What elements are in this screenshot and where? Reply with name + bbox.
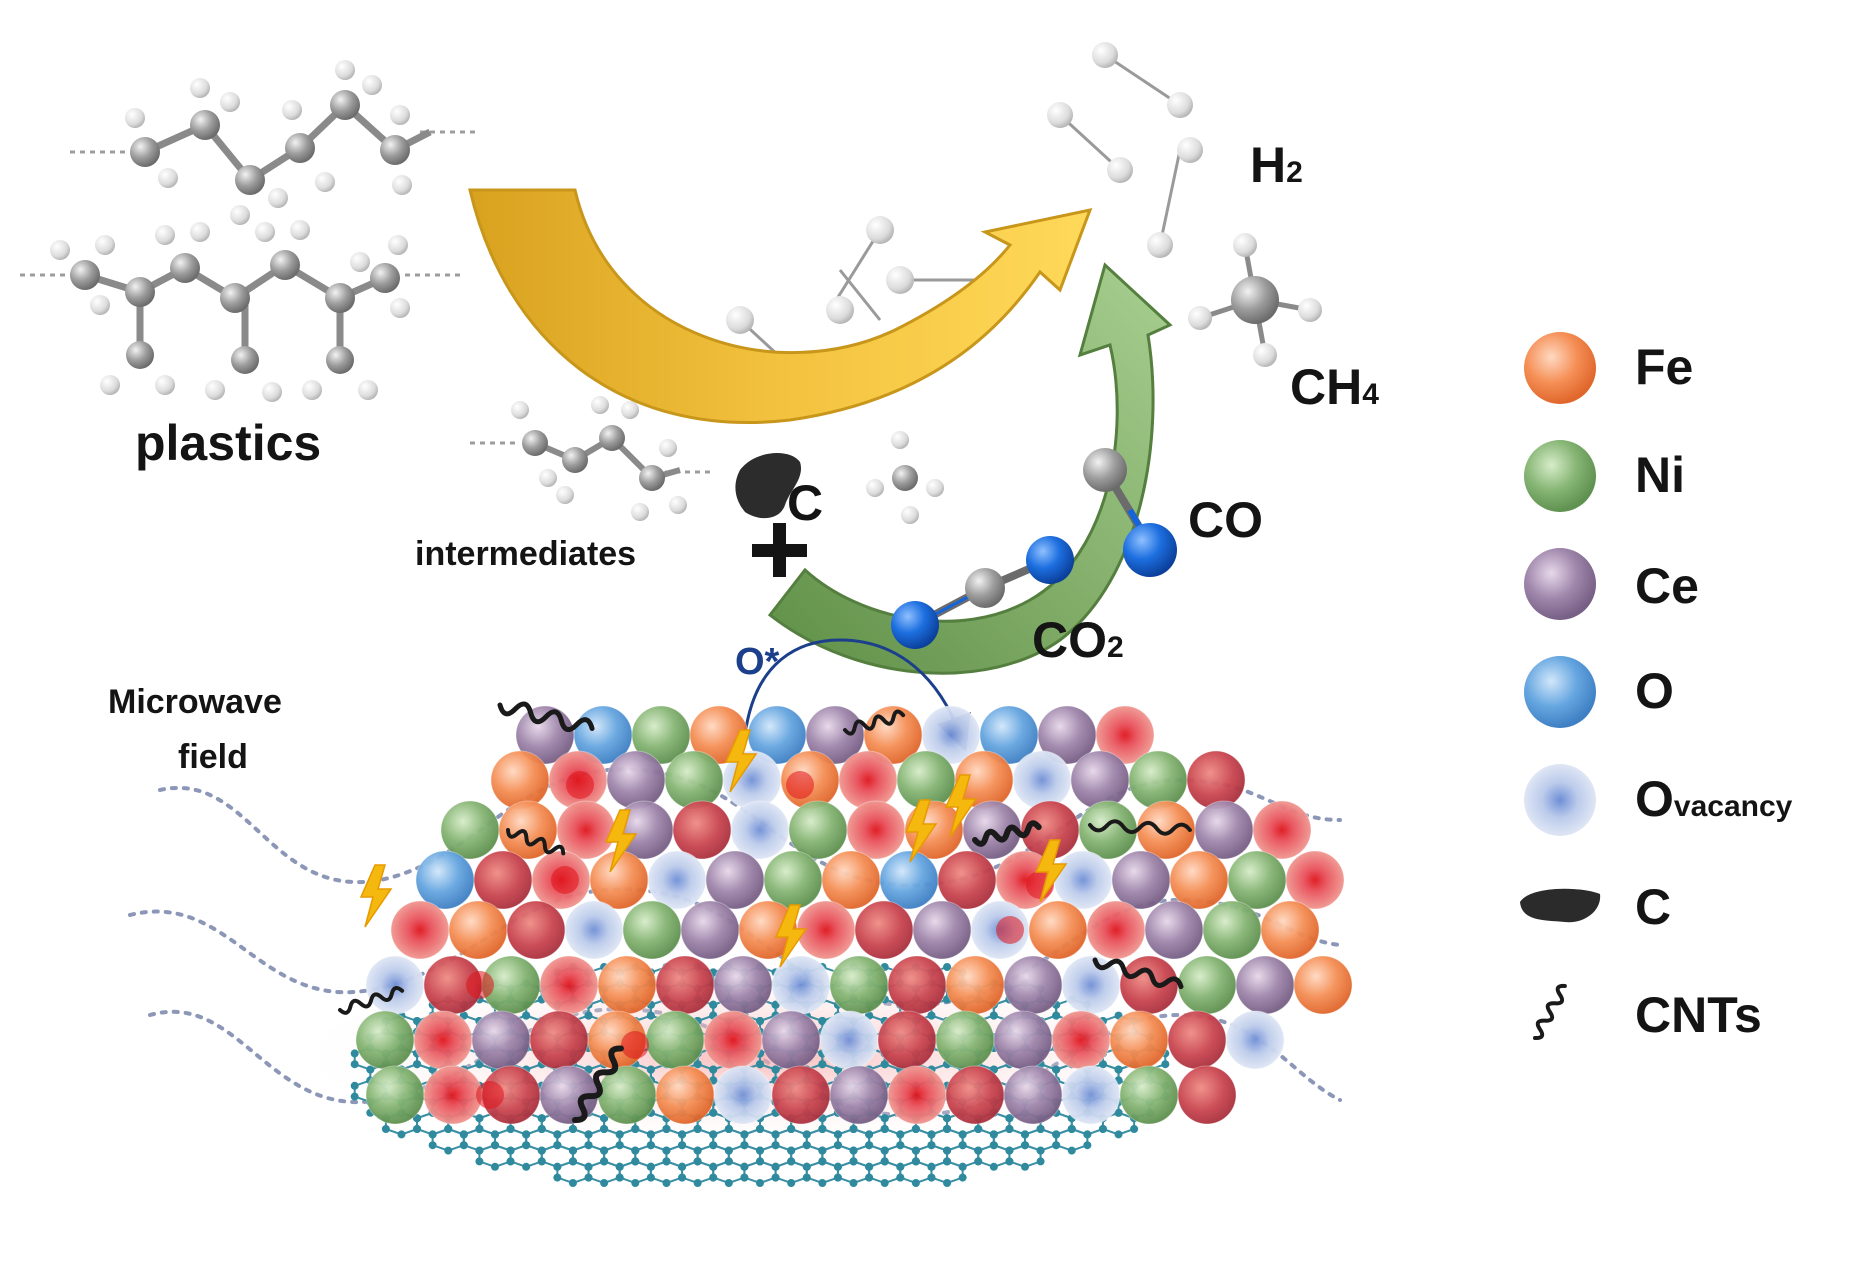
legend-label-main: O <box>1635 771 1674 827</box>
label-h2: H2 <box>1250 140 1303 190</box>
legend-label-ce: Ce <box>1635 561 1699 611</box>
plastics-to-products-arrow <box>468 188 1093 425</box>
oxygen-transfer-arrow <box>743 638 971 752</box>
legend-label-main: O <box>1635 663 1674 719</box>
label-microwave-line2: field <box>178 738 248 776</box>
carbon-deposit-icon <box>735 452 802 519</box>
plus-sign <box>752 523 807 577</box>
legend-label-main: C <box>1635 879 1672 935</box>
legend-label-sub: vacancy <box>1673 790 1793 823</box>
legend-swatch-ce <box>1524 548 1596 620</box>
legend-swatch-fe <box>1524 332 1596 404</box>
ch4-molecule <box>1188 233 1322 367</box>
microwave-hotspot-sparks <box>359 729 1068 968</box>
label-plastics: plastics <box>135 415 322 471</box>
label-ch4: CH4 <box>1290 362 1379 412</box>
label-carbon-near-plus: C <box>787 475 824 531</box>
co2-molecule <box>891 536 1074 649</box>
intermediate-molecules <box>470 396 944 524</box>
legend-swatch-ni <box>1524 440 1596 512</box>
legend-label-c: C <box>1635 882 1671 932</box>
legend-label-main: Ce <box>1635 558 1699 614</box>
legend-label-o: O <box>1635 666 1674 716</box>
legend-label-fe: Fe <box>1635 342 1693 392</box>
legend-label-o-vacancy: Ovacancy <box>1635 774 1792 824</box>
legend-label-main: Fe <box>1635 339 1694 395</box>
co-molecule <box>1083 448 1177 577</box>
legend-label-main: Ni <box>1635 447 1685 503</box>
label-o-star: O* <box>735 641 780 683</box>
plastics-polymer-chains <box>20 60 480 402</box>
label-co2-sub: 2 <box>1107 631 1124 664</box>
label-h2-main: H <box>1250 137 1287 193</box>
legend-label-main: CNTs <box>1635 987 1762 1043</box>
label-microwave-line1: Microwave <box>108 683 282 721</box>
legend-label-ni: Ni <box>1635 450 1685 500</box>
label-co2: CO2 <box>1032 615 1124 665</box>
catalyst-particle-spheres <box>355 705 1353 1125</box>
legend-swatch-o-vacancy <box>1524 764 1596 836</box>
label-co2-main: CO <box>1032 612 1107 668</box>
legend <box>1520 332 1601 1041</box>
legend-swatch-o <box>1524 656 1596 728</box>
label-ch4-main: CH <box>1290 359 1363 415</box>
label-intermediates: intermediates <box>415 535 637 573</box>
legend-cnt-icon <box>1533 983 1567 1041</box>
legend-carbon-icon <box>1520 888 1601 923</box>
legend-label-cnts: CNTs <box>1635 990 1762 1040</box>
label-ch4-sub: 4 <box>1362 378 1379 411</box>
carbon-nanotubes <box>338 701 1192 1124</box>
label-h2-sub: 2 <box>1286 156 1303 189</box>
label-co: CO <box>1188 492 1263 548</box>
